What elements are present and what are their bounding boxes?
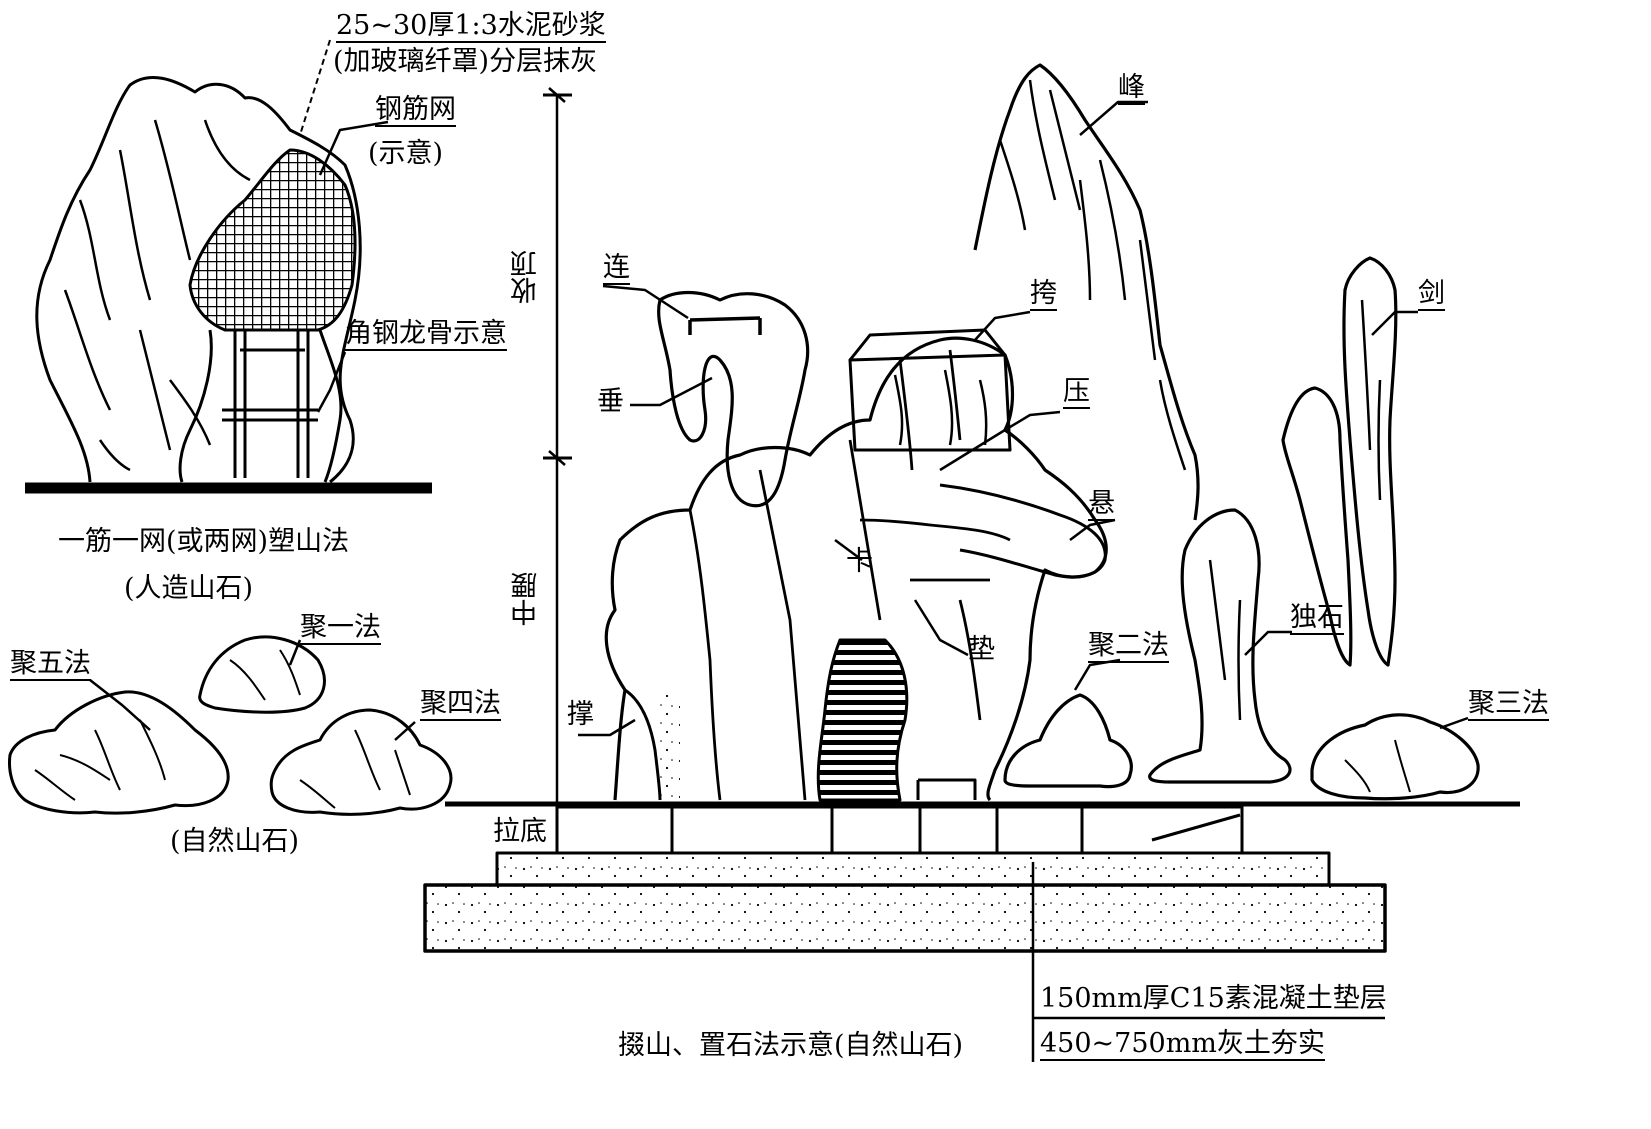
label-chui: 垂 [597,386,624,417]
label-cheng: 撑 [567,699,594,730]
label-concrete-layer: 150mm厚C15素混凝土垫层 [1040,983,1387,1014]
leader-ju-si [394,721,416,741]
concrete-layer [495,851,1331,887]
rock-texture-left [63,119,251,472]
soil-layer [423,883,1387,953]
cave-stair [816,638,909,802]
leader-ju-yi [288,639,302,666]
leader-feng [1079,100,1148,136]
rock-inner-edge [178,329,343,483]
natural-stones-figure [8,635,453,816]
label-ka: 卡 [846,546,873,577]
base-footing [555,805,1244,855]
stone-ju-si [269,708,453,816]
leader-dian [913,599,969,657]
label-ya: 压 [1063,376,1090,409]
caption-artificial-line1: 一筋一网(或两网)塑山法 [58,526,350,557]
label-ju-si: 聚四法 [420,688,501,721]
label-ju-er: 聚二法 [1088,630,1169,663]
peak-feng [973,63,1200,521]
leader-ya [939,410,1061,472]
leader-mesh [318,120,389,176]
label-soil-layer: 450~750mm灰土夯实 [1040,1028,1325,1061]
block-kua [848,328,1007,361]
stone-ju-er [1003,693,1133,789]
main-rockery-figure [423,63,1520,1062]
dimension-line [543,87,572,805]
stone-right-tall [1281,386,1353,667]
slab-xuan [939,483,1107,579]
label-dian: 垫 [968,634,995,665]
block-ya [848,353,1012,452]
central-mass [604,336,1108,802]
label-mortar-line1: 25~30厚1:3水泥砂浆 [336,10,606,43]
leader-keel [316,351,347,413]
stone-chui [657,290,810,508]
stone-cheng [624,688,662,801]
label-mesh-line1: 钢筋网 [375,94,456,127]
artificial-rock-outline [35,75,362,484]
label-xuan: 悬 [1088,488,1115,521]
cave-base [916,778,977,800]
stone-jian [1342,256,1398,667]
label-mesh-line2: (示意) [368,138,444,169]
leader-cheng [578,718,636,737]
leader-ju-er [1073,658,1121,691]
dim-label-shou-ding: 收顶 [511,250,542,304]
leader-xuan [1069,518,1116,541]
leader-kua [974,310,1031,341]
leader-lian [602,284,689,320]
leader-ka [834,538,863,562]
stone-ju-san [1310,713,1480,801]
stone-du-shi [1148,508,1292,784]
lian-bar [688,316,762,335]
leader-ju-san [1439,716,1469,730]
leader-jian [1371,310,1418,336]
caption-artificial-line2: (人造山石) [124,573,254,604]
label-ju-yi: 聚一法 [300,612,381,645]
leader-chui [630,376,713,407]
label-jian: 剑 [1418,278,1445,311]
leader-mortar [299,39,331,136]
label-ju-san: 聚三法 [1468,688,1549,721]
keel-frame [222,330,318,478]
label-mortar-line2: (加玻璃纤罩)分层抹灰 [333,46,598,77]
label-lian: 连 [603,252,630,285]
label-ju-wu: 聚五法 [10,648,91,681]
caption-main: 掇山、置石法示意(自然山石) [618,1030,964,1061]
leader-du-shi [1244,630,1292,656]
artificial-rock-figure [25,39,432,494]
stone-ju-wu [8,690,230,815]
label-feng: 峰 [1118,72,1145,105]
label-kua: 挎 [1030,278,1057,311]
label-keel: 角钢龙骨示意 [345,318,507,351]
cave-dots [655,690,680,800]
label-du-shi: 独石 [1290,602,1344,635]
dim-label-zhong-yao: 中腰 [511,572,542,626]
caption-natural-left: (自然山石) [170,826,300,857]
leader-ju-wu [89,679,151,731]
label-la-di: 拉底 [493,816,547,847]
stone-ju-yi [198,635,326,714]
mesh-area [188,148,357,332]
